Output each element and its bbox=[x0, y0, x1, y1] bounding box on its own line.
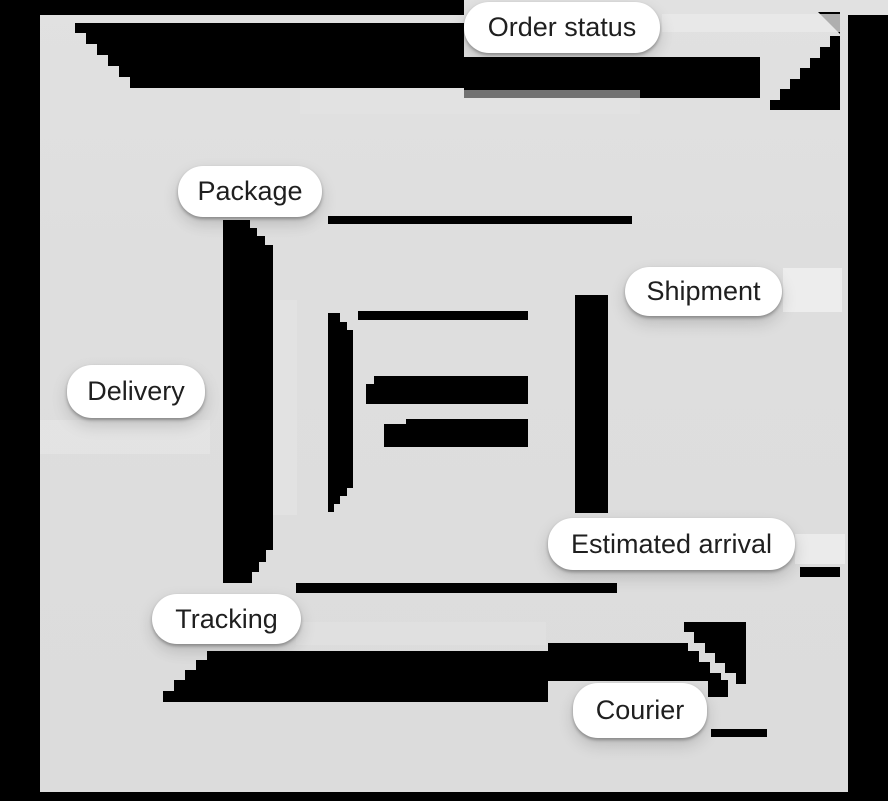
label-chip-delivery[interactable]: Delivery bbox=[67, 365, 205, 418]
light-patch bbox=[296, 622, 546, 645]
label-chip-courier[interactable]: Courier bbox=[573, 683, 707, 738]
label-chip-tracking[interactable]: Tracking bbox=[152, 594, 301, 644]
label-chip-shipment[interactable]: Shipment bbox=[625, 267, 782, 316]
light-patch bbox=[40, 420, 210, 454]
spiral-segment-center-bar-1 bbox=[366, 376, 528, 404]
spiral-segment-bottom-dash bbox=[711, 729, 767, 737]
light-patch bbox=[300, 90, 640, 114]
spiral-segment-inner-left-bar bbox=[328, 313, 353, 512]
gray-corner-notch bbox=[848, 0, 888, 15]
spiral-segment-small-square bbox=[708, 680, 728, 697]
spiral-segment-center-bar-2 bbox=[384, 419, 528, 447]
spiral-segment-left-column bbox=[223, 220, 273, 583]
spiral-segment-inner-right-bar bbox=[575, 295, 608, 513]
spiral-segment-top-strip bbox=[40, 0, 464, 15]
spiral-segment-right-dash bbox=[800, 567, 840, 577]
light-patch bbox=[662, 14, 840, 32]
label-chip-package[interactable]: Package bbox=[178, 166, 322, 217]
light-patch bbox=[795, 534, 845, 564]
light-patch bbox=[273, 300, 297, 515]
label-chip-estimated-arrival[interactable]: Estimated arrival bbox=[548, 518, 795, 570]
label-chip-order-status[interactable]: Order status bbox=[464, 2, 660, 53]
light-patch bbox=[783, 268, 842, 312]
spiral-segment-upper-line bbox=[328, 216, 632, 224]
spiral-segment-lower-line bbox=[296, 583, 617, 593]
spiral-segment-inner-top-line bbox=[358, 311, 528, 320]
